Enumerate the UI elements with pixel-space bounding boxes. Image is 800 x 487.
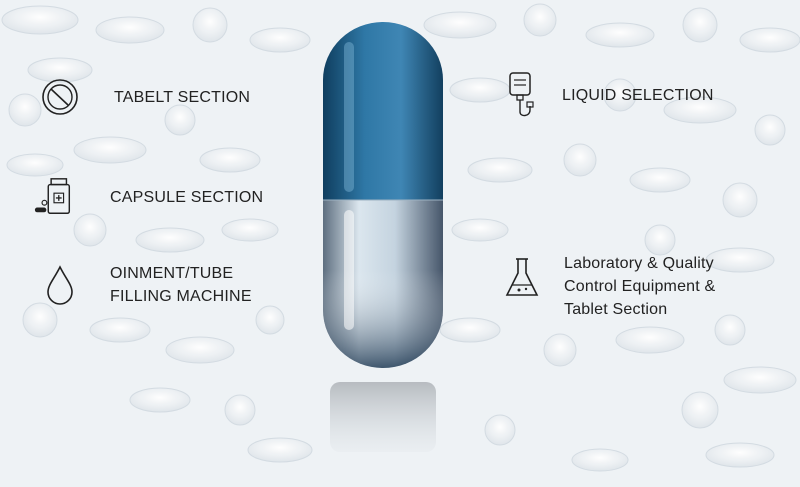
ointment-section-item[interactable]: OINMENT/TUBE FILLING MACHINE: [38, 262, 252, 308]
laboratory-label-line3: Tablet Section: [564, 301, 668, 318]
ointment-label-line1: OINMENT/TUBE: [110, 265, 234, 282]
ointment-section-label: OINMENT/TUBE FILLING MACHINE: [110, 262, 252, 308]
drop-icon: [38, 263, 82, 307]
capsule-bottle-icon: [32, 175, 76, 219]
laboratory-label-line2: Control Equipment &: [564, 278, 716, 295]
liquid-section-label: LIQUID SELECTION: [562, 86, 714, 104]
tablet-section-label: TABELT SECTION: [114, 88, 251, 106]
laboratory-label-line1: Laboratory & Quality: [564, 255, 714, 272]
liquid-section-item[interactable]: LIQUID SELECTION: [498, 72, 714, 117]
flask-icon: [500, 256, 544, 300]
laboratory-section-item[interactable]: Laboratory & Quality Control Equipment &…: [500, 252, 715, 321]
capsule-image: [323, 22, 443, 452]
capsule-section-item[interactable]: CAPSULE SECTION: [32, 175, 263, 219]
tablet-section-item[interactable]: TABELT SECTION: [38, 75, 250, 119]
laboratory-section-label: Laboratory & Quality Control Equipment &…: [564, 252, 715, 321]
ointment-label-line2: FILLING MACHINE: [110, 288, 252, 305]
capsule-section-label: CAPSULE SECTION: [110, 188, 264, 206]
tablet-icon: [38, 75, 82, 119]
iv-bag-icon: [498, 72, 542, 117]
